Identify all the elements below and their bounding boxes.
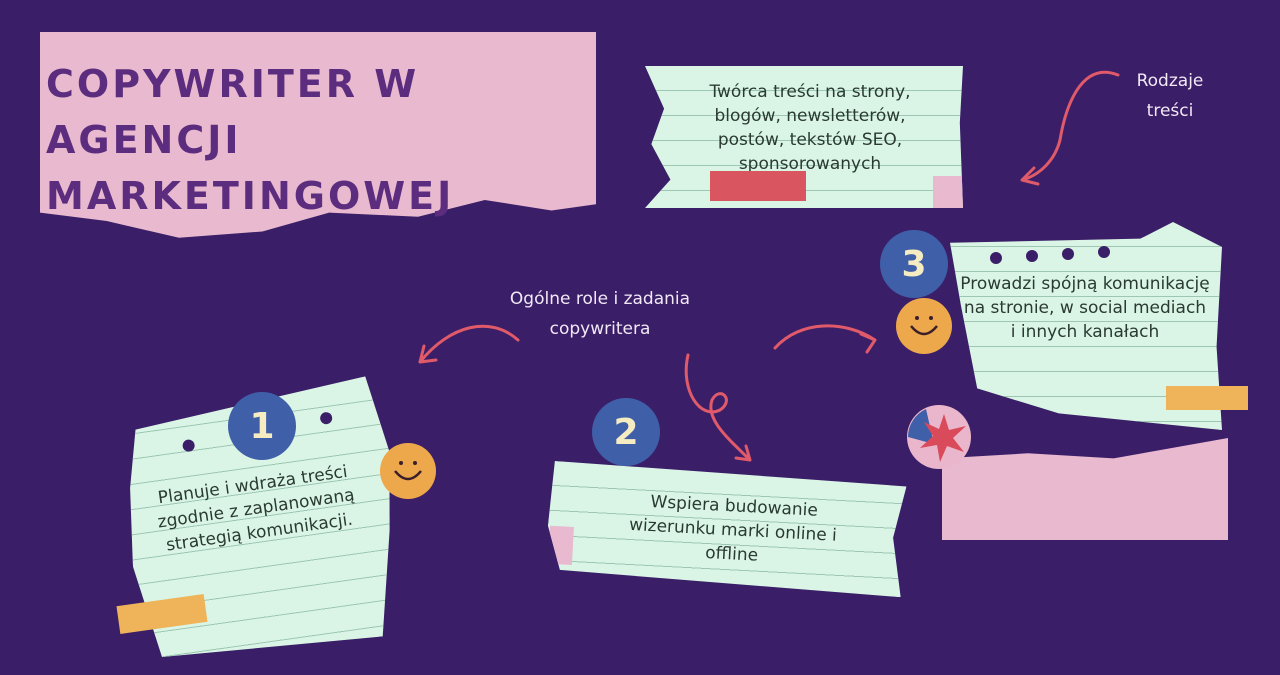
page-title: Copywriter w agencji marketingowej (46, 56, 606, 224)
punch-hole (1062, 248, 1074, 260)
step-3-card: Prowadzi spójną komunikację na stronie, … (950, 222, 1222, 430)
star-sticker-icon (906, 404, 972, 470)
arrow-to-content-card (1020, 71, 1120, 186)
step-3-badge: 3 (880, 230, 948, 298)
smiley-icon (896, 298, 952, 354)
punch-hole (1098, 246, 1110, 258)
punch-hole (990, 252, 1002, 264)
punch-hole (182, 439, 196, 453)
arrow-to-step-3 (773, 324, 877, 354)
step-3-text: Prowadzi spójną komunikację na stronie, … (960, 274, 1210, 342)
tape (1166, 386, 1248, 410)
step-1-text: Planuje i wdraża treści zgodnie z zaplan… (156, 461, 356, 556)
red-tape (710, 171, 806, 201)
smiley-icon (380, 443, 436, 499)
title-line-2: marketingowej (46, 174, 455, 218)
punch-hole (1026, 250, 1038, 262)
step-1-badge: 1 (228, 392, 296, 460)
folded-corner (933, 176, 963, 208)
pink-paper-card (942, 438, 1228, 540)
label-general-roles: Ogólne role i zadania copywritera (509, 289, 691, 339)
punch-hole (319, 411, 333, 425)
step-2-badge: 2 (592, 398, 660, 466)
step-2-text: Wspiera budowanie wizerunku marki online… (628, 492, 838, 566)
content-types-text: Twórca treści na strony, blogów, newslet… (709, 82, 911, 174)
arrow-to-step-2 (684, 353, 752, 462)
step-2-card: Wspiera budowanie wizerunku marki online… (545, 461, 907, 597)
content-types-card: Twórca treści na strony, blogów, newslet… (645, 66, 963, 208)
title-line-1: Copywriter w agencji (46, 62, 420, 162)
label-content-types: Rodzaje treści (1136, 71, 1204, 121)
folded-corner (548, 526, 574, 565)
